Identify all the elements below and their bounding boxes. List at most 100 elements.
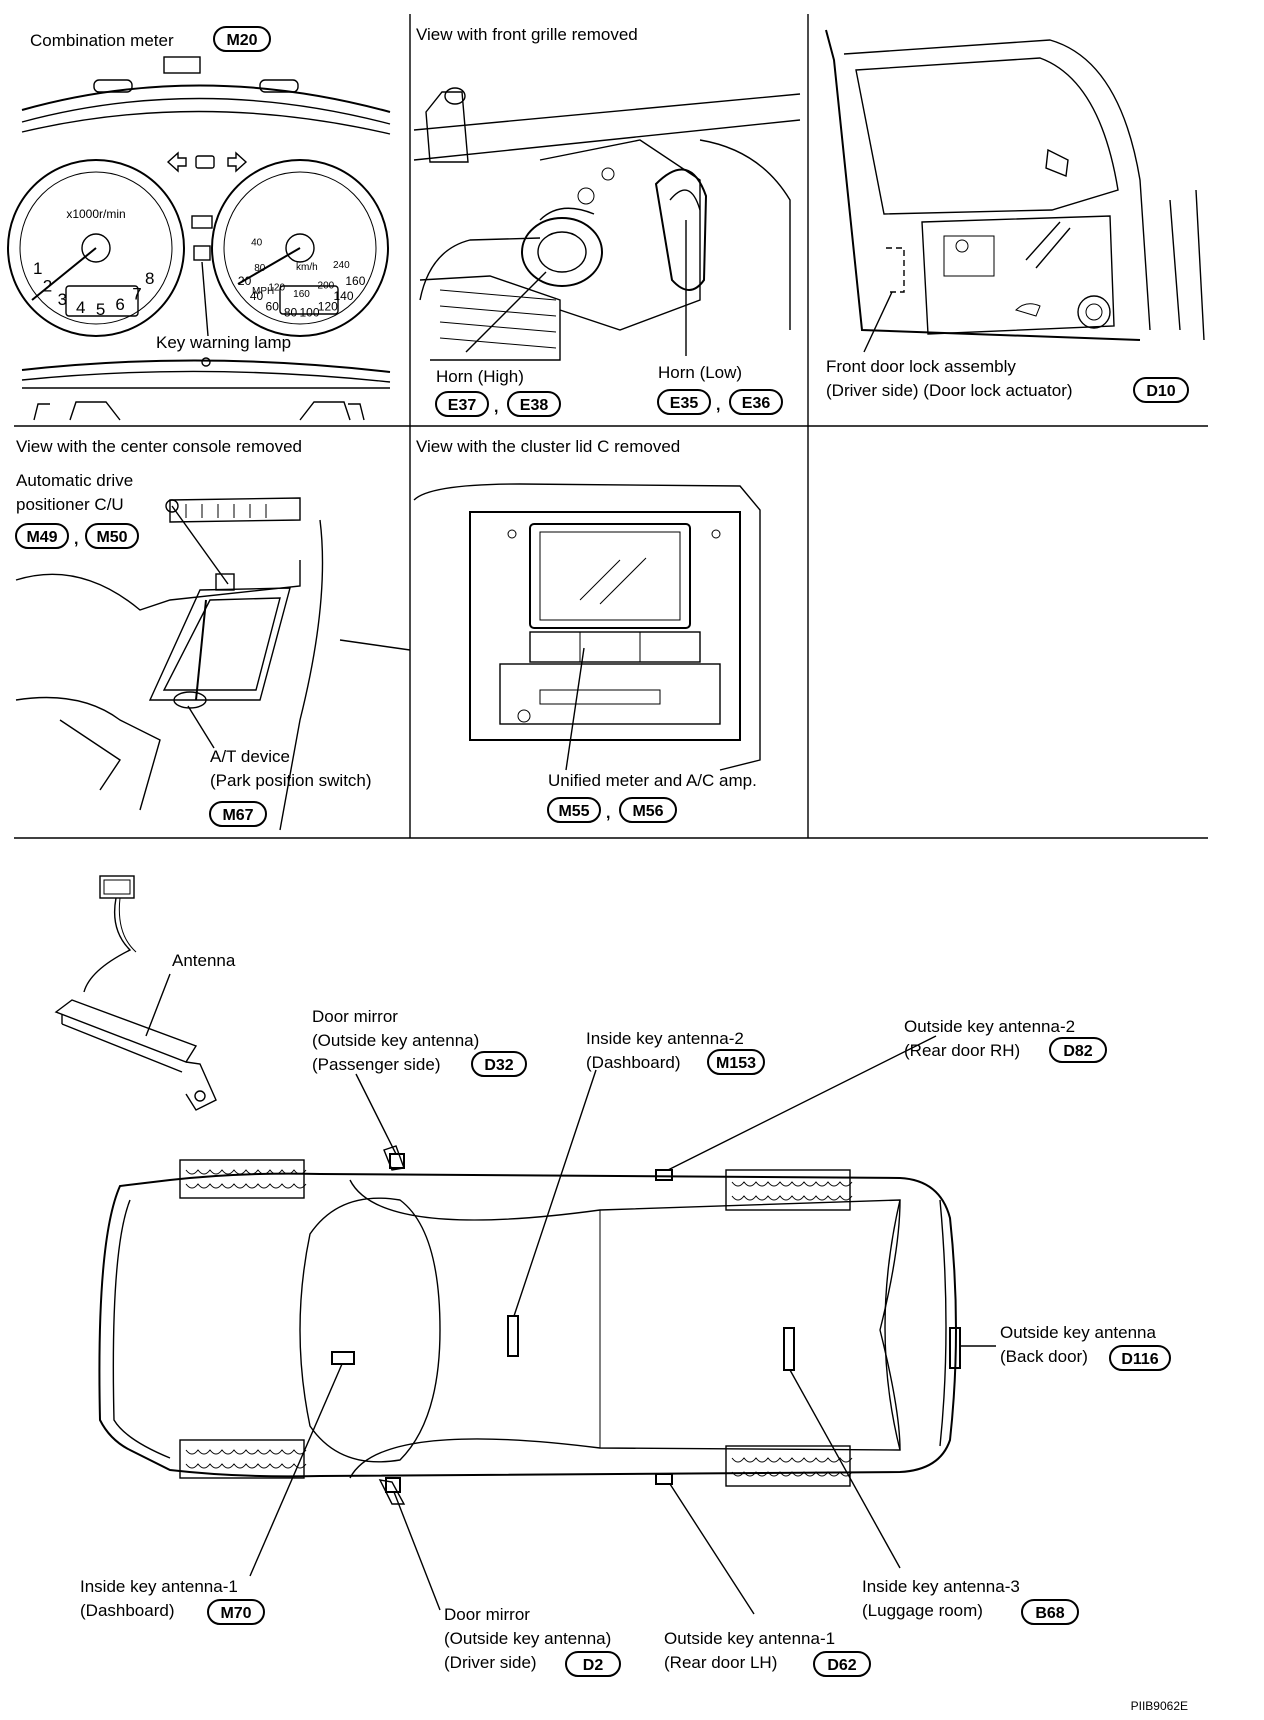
code-b68: B68 <box>1035 1605 1064 1622</box>
kmh-numeral-40: 40 <box>251 237 263 248</box>
key-warning-lamp-icon <box>191 215 213 229</box>
antenna-part-icon <box>54 875 217 1111</box>
door-lock-label-line1: Front door lock assembly <box>826 357 1016 376</box>
tach-numeral-8: 8 <box>145 269 154 288</box>
code-e37: E37 <box>448 397 477 414</box>
combination-meter-label: Combination meter <box>30 31 174 50</box>
code-d32: D32 <box>484 1057 513 1074</box>
outside-key-back-line1: Outside key antenna <box>1000 1323 1156 1342</box>
code-d2: D2 <box>583 1657 604 1674</box>
speed-numeral-40: 40 <box>250 289 264 303</box>
code-e35: E35 <box>670 395 699 412</box>
code-m56: M56 <box>632 803 663 820</box>
left-turn-arrow-icon <box>166 151 187 173</box>
speed-numeral-120: 120 <box>318 300 338 314</box>
speed-numeral-140: 140 <box>333 289 353 303</box>
inside-key-1-line1: Inside key antenna-1 <box>80 1577 238 1596</box>
horn-high-label: Horn (High) <box>436 367 524 386</box>
marker-d32 <box>389 1153 405 1169</box>
speed-unit: MPH <box>252 286 274 297</box>
outside-key-2-line1: Outside key antenna-2 <box>904 1017 1075 1036</box>
wheel-front-left <box>179 1439 305 1479</box>
cluster-lid-panel: View with the cluster lid C removed Unif… <box>413 437 761 823</box>
speed-numeral-20: 20 <box>238 274 252 288</box>
inside-key-3-line1: Inside key antenna-3 <box>862 1577 1020 1596</box>
horn-low-icon <box>654 168 708 291</box>
speed-numeral-80: 80 <box>284 305 298 319</box>
front-grille-title: View with front grille removed <box>416 25 638 44</box>
marker-d116 <box>949 1327 961 1369</box>
marker-m70 <box>331 1351 355 1365</box>
display-screen-icon <box>529 523 691 629</box>
inside-key-2-line2: (Dashboard) <box>586 1053 681 1072</box>
tach-numeral-7: 7 <box>132 285 141 304</box>
marker-m153 <box>507 1315 519 1357</box>
code-d62: D62 <box>827 1657 856 1674</box>
code-m20: M20 <box>226 32 257 49</box>
code-d116: D116 <box>1121 1351 1158 1368</box>
marker-b68 <box>783 1327 795 1371</box>
tach-unit: x1000r/min <box>66 207 125 221</box>
inside-key-3-line2: (Luggage room) <box>862 1601 983 1620</box>
kmh-numeral-160: 160 <box>293 289 310 300</box>
horn-low-label: Horn (Low) <box>658 363 742 382</box>
door-mirror-pass-line3: (Passenger side) <box>312 1055 441 1074</box>
door-mirror-pass-line1: Door mirror <box>312 1007 398 1026</box>
code-d82: D82 <box>1063 1043 1092 1060</box>
code-e38: E38 <box>520 397 549 414</box>
front-grille-panel: View with front grille removed Horn (Hig… <box>413 25 801 417</box>
door-mirror-drv-line3: (Driver side) <box>444 1653 537 1672</box>
speed-numeral-160: 160 <box>345 274 365 288</box>
outside-key-1-line1: Outside key antenna-1 <box>664 1629 835 1648</box>
center-console-title: View with the center console removed <box>16 437 302 456</box>
code-m55: M55 <box>558 803 589 820</box>
combination-meter-panel: Combination meter M20 x1000r/min MPH km/… <box>7 26 391 421</box>
wheel-rear-right <box>725 1169 851 1211</box>
inside-key-1-line2: (Dashboard) <box>80 1601 175 1620</box>
separator: , <box>716 397 720 414</box>
speed-numeral-100: 100 <box>299 305 319 319</box>
marker-d62 <box>655 1473 673 1485</box>
code-m153: M153 <box>716 1055 756 1072</box>
door-mirror-drv-line2: (Outside key antenna) <box>444 1629 611 1648</box>
outside-key-back-line2: (Back door) <box>1000 1347 1088 1366</box>
door-lock-panel: Front door lock assembly (Driver side) (… <box>825 29 1205 403</box>
separator: , <box>74 531 78 548</box>
at-device-label-line1: A/T device <box>210 747 290 766</box>
speed-numeral-60: 60 <box>266 300 280 314</box>
adp-label-line2: positioner C/U <box>16 495 124 514</box>
outside-key-1-line2: (Rear door LH) <box>664 1653 777 1672</box>
inside-key-2-line1: Inside key antenna-2 <box>586 1029 744 1048</box>
door-mirror-drv-line1: Door mirror <box>444 1605 530 1624</box>
tach-numeral-5: 5 <box>96 300 105 319</box>
amp-label: Unified meter and A/C amp. <box>548 771 757 790</box>
figure-id: PIIB9062E <box>1131 1699 1188 1713</box>
kmh-numeral-80: 80 <box>254 263 266 274</box>
at-device-label-line2: (Park position switch) <box>210 771 372 790</box>
marker-d2 <box>385 1477 401 1493</box>
right-turn-arrow-icon <box>227 151 248 173</box>
tach-numeral-3: 3 <box>58 290 67 309</box>
kmh-numeral-200: 200 <box>318 281 335 292</box>
tach-numeral-6: 6 <box>115 295 124 314</box>
door-lock-label-line2: (Driver side) (Door lock actuator) <box>826 381 1073 400</box>
code-m50: M50 <box>96 529 127 546</box>
center-console-panel: View with the center console removed Aut… <box>15 437 411 831</box>
separator: , <box>494 399 498 416</box>
key-warning-lamp-label: Key warning lamp <box>156 333 291 352</box>
outside-key-2-line2: (Rear door RH) <box>904 1041 1020 1060</box>
code-d10: D10 <box>1146 383 1175 400</box>
kmh-unit: km/h <box>296 262 318 273</box>
antenna-label: Antenna <box>172 951 236 970</box>
kmh-numeral-240: 240 <box>333 260 350 271</box>
code-m67: M67 <box>222 807 253 824</box>
cluster-lid-title: View with the cluster lid C removed <box>416 437 680 456</box>
code-e36: E36 <box>742 395 771 412</box>
tach-numeral-2: 2 <box>43 277 52 296</box>
code-m70: M70 <box>220 1605 251 1622</box>
wheel-rear-left <box>725 1445 851 1487</box>
